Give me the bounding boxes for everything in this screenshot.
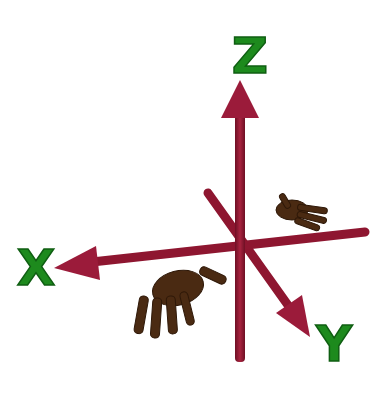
hand-icon [133, 265, 227, 338]
z-axis [221, 80, 259, 362]
y-axis [208, 193, 310, 337]
axis-label: Z [232, 31, 268, 81]
axis-label: Y [316, 319, 352, 369]
hand-icon [276, 193, 328, 232]
axis-label: X [17, 243, 56, 293]
